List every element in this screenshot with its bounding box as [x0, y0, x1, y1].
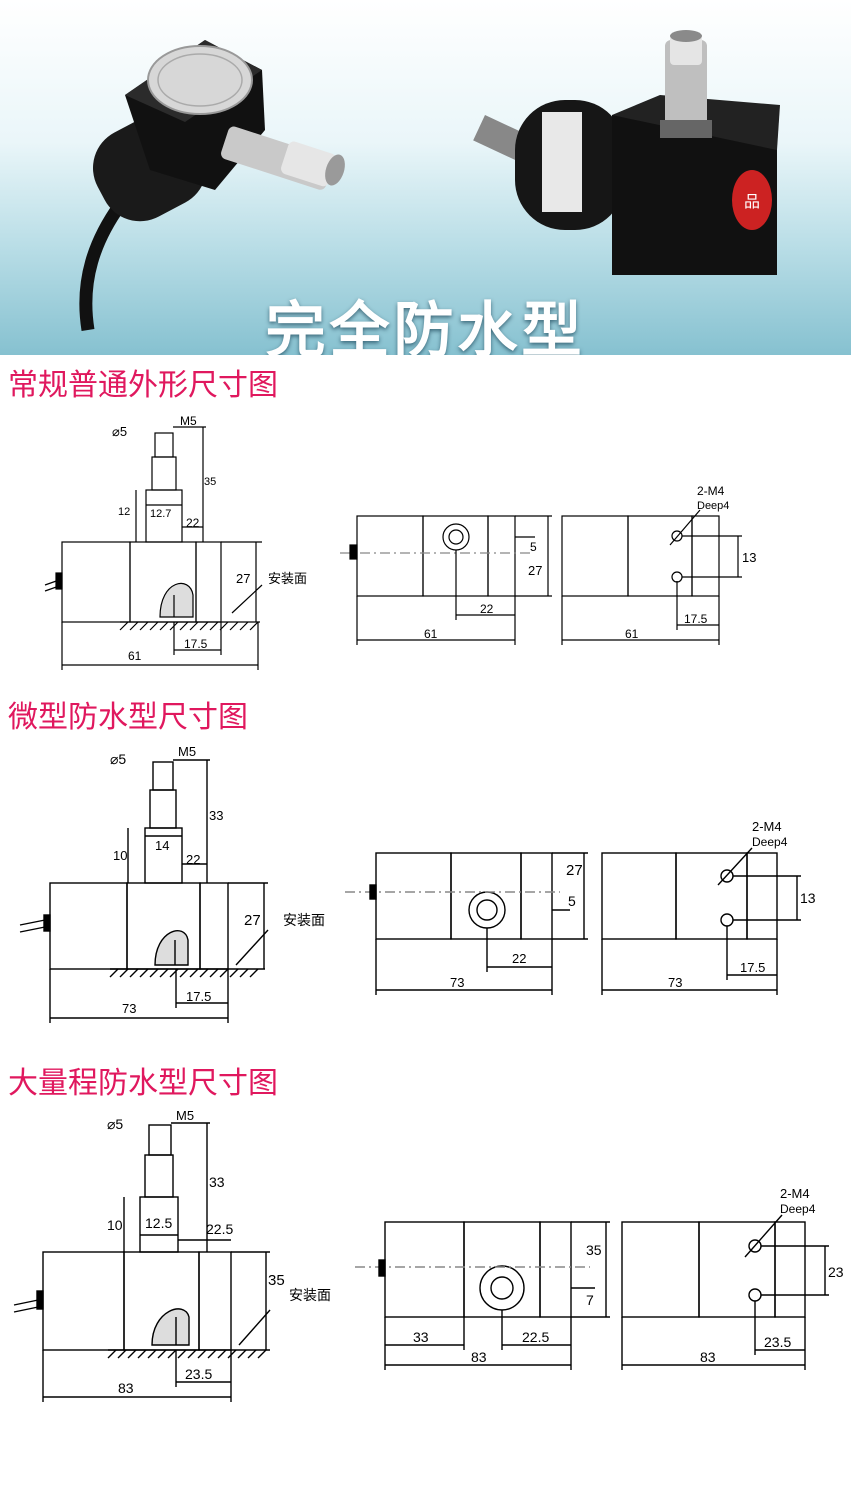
dim-top-h2: 27	[528, 563, 542, 578]
product-hero-banner: 品 完全防水型	[0, 0, 851, 355]
dim-hole-offset: 17.5	[184, 637, 208, 651]
dim-holes: 2-M4	[752, 819, 782, 834]
dim-deep: Deep4	[752, 835, 788, 849]
dim-deep: Deep4	[780, 1202, 816, 1216]
dim-top-offset: 22	[512, 951, 526, 966]
dim-shaft-height: 10	[107, 1217, 123, 1233]
bottom-view	[561, 509, 742, 645]
dim-shaft-offset: 22.5	[206, 1221, 233, 1237]
top-view	[355, 1221, 610, 1370]
dim-top-h1: 27	[566, 862, 583, 879]
dim-height-total: 33	[209, 808, 223, 823]
product-photos: 品	[79, 30, 780, 332]
right-encoder-product: 品	[473, 30, 780, 275]
dim-top-h1: 35	[586, 1242, 602, 1258]
dim-top-offset: 22	[480, 602, 494, 616]
dim-hole-spacing: 13	[742, 550, 756, 565]
mount-surface-label: 安装面	[289, 1287, 331, 1303]
top-view	[340, 515, 552, 645]
product-label-text: 品	[744, 194, 760, 211]
dim-top-offset: 22.5	[522, 1329, 549, 1345]
dim-top-h2: 5	[568, 893, 576, 909]
top-view	[345, 852, 588, 995]
dim-length: 73	[122, 1001, 136, 1016]
dim-shaft-height: 10	[113, 848, 127, 863]
dim-hole-spacing: 13	[800, 890, 816, 906]
dim-top-length: 73	[450, 975, 464, 990]
dim-hole-offset: 23.5	[185, 1366, 212, 1382]
dim-bottom-offset: 23.5	[764, 1334, 791, 1350]
section-title-large-range: 大量程防水型尺寸图	[8, 1066, 278, 1101]
bottom-view	[621, 1214, 829, 1370]
dim-diameter: ⌀5	[110, 751, 126, 767]
side-view	[44, 426, 263, 670]
mount-surface-label: 安装面	[268, 571, 307, 586]
dim-top-h2: 7	[586, 1292, 594, 1308]
drawing-standard: ⌀5 M5 35 12 12.7 22 27 安装面 61 17.5 5 27 …	[44, 414, 756, 670]
dim-top-h1: 5	[530, 540, 537, 554]
dim-holes: 2-M4	[697, 484, 725, 498]
dim-holes: 2-M4	[780, 1186, 810, 1201]
dim-thread: M5	[180, 414, 197, 428]
dim-shaft-offset: 22	[186, 852, 200, 867]
bottom-view	[601, 847, 801, 995]
dim-bottom-offset: 17.5	[684, 612, 708, 626]
dim-diameter: ⌀5	[112, 424, 127, 439]
dim-height-total: 35	[204, 476, 216, 488]
dim-top-length: 83	[471, 1349, 487, 1365]
dim-body-height: 27	[236, 571, 250, 586]
section-title-micro: 微型防水型尺寸图	[8, 700, 248, 735]
dim-length: 83	[118, 1380, 134, 1396]
dim-shaft-width: 14	[155, 838, 169, 853]
dim-top-left: 33	[413, 1329, 429, 1345]
side-view	[13, 1122, 271, 1402]
dim-top-length: 61	[424, 627, 438, 641]
dim-thread: M5	[176, 1108, 194, 1123]
hero-title: 完全防水型	[265, 296, 586, 355]
section-title-standard: 常规普通外形尺寸图	[8, 368, 278, 403]
mount-surface-label: 安装面	[283, 912, 325, 928]
dim-height-total: 33	[209, 1174, 225, 1190]
dim-shaft-offset: 22	[186, 516, 200, 530]
dim-length: 61	[128, 649, 142, 663]
dim-deep: Deep4	[697, 500, 729, 512]
drawing-large-range: ⌀5 M5 33 10 12.5 22.5 35 安装面 83 23.5 35 …	[13, 1108, 844, 1402]
dim-thread: M5	[178, 744, 196, 759]
dim-shaft-width: 12.7	[150, 508, 171, 520]
dim-shaft-width: 12.5	[145, 1215, 172, 1231]
drawing-micro: ⌀5 M5 33 10 14 22 27 安装面 73 17.5 27 5 22…	[19, 744, 816, 1023]
dim-hole-spacing: 23	[828, 1264, 844, 1280]
dim-bottom-offset: 17.5	[740, 960, 765, 975]
side-view	[19, 759, 269, 1023]
dim-hole-offset: 17.5	[186, 989, 211, 1004]
dim-body-height: 35	[268, 1272, 285, 1289]
cable	[79, 201, 126, 332]
dim-diameter: ⌀5	[107, 1116, 123, 1132]
dim-bottom-length: 83	[700, 1349, 716, 1365]
dim-bottom-length: 61	[625, 627, 639, 641]
dim-shaft-height: 12	[118, 506, 130, 518]
left-encoder-product	[93, 40, 345, 222]
dim-bottom-length: 73	[668, 975, 682, 990]
dim-body-height: 27	[244, 912, 261, 929]
